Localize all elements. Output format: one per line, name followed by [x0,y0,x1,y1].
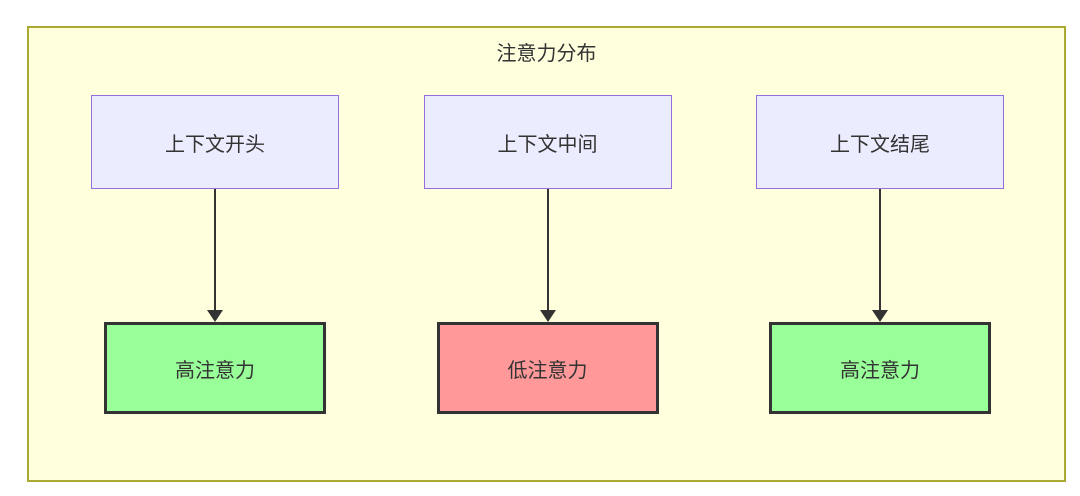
arrow-head [539,310,556,322]
arrow-line [214,189,216,310]
arrow-down-icon [872,189,888,322]
diagram-title: 注意力分布 [496,43,597,65]
column-context-end: 上下文结尾 高注意力 [756,95,1004,414]
arrow-head [207,310,223,322]
node-context-start: 上下文开头 [91,95,339,189]
node-high-attention-left: 高注意力 [104,322,326,414]
node-context-end: 上下文结尾 [756,95,1004,189]
node-low-attention: 低注意力 [436,322,659,414]
column-context-start: 上下文开头 高注意力 [91,95,339,414]
arrow-down-icon [539,189,556,322]
column-context-middle: 上下文中间 低注意力 [423,95,672,414]
diagram-columns: 上下文开头 高注意力 上下文中间 低注意力 上下文结尾 高注意力 [91,95,1004,414]
arrow-line [546,189,549,310]
node-context-middle: 上下文中间 [423,95,672,189]
attention-distribution-diagram: 注意力分布 上下文开头 高注意力 上下文中间 低注意力 上下文结尾 高注 [27,26,1066,482]
node-high-attention-right: 高注意力 [769,322,991,414]
arrow-down-icon [207,189,223,322]
arrow-line [879,189,881,310]
arrow-head [872,310,888,322]
